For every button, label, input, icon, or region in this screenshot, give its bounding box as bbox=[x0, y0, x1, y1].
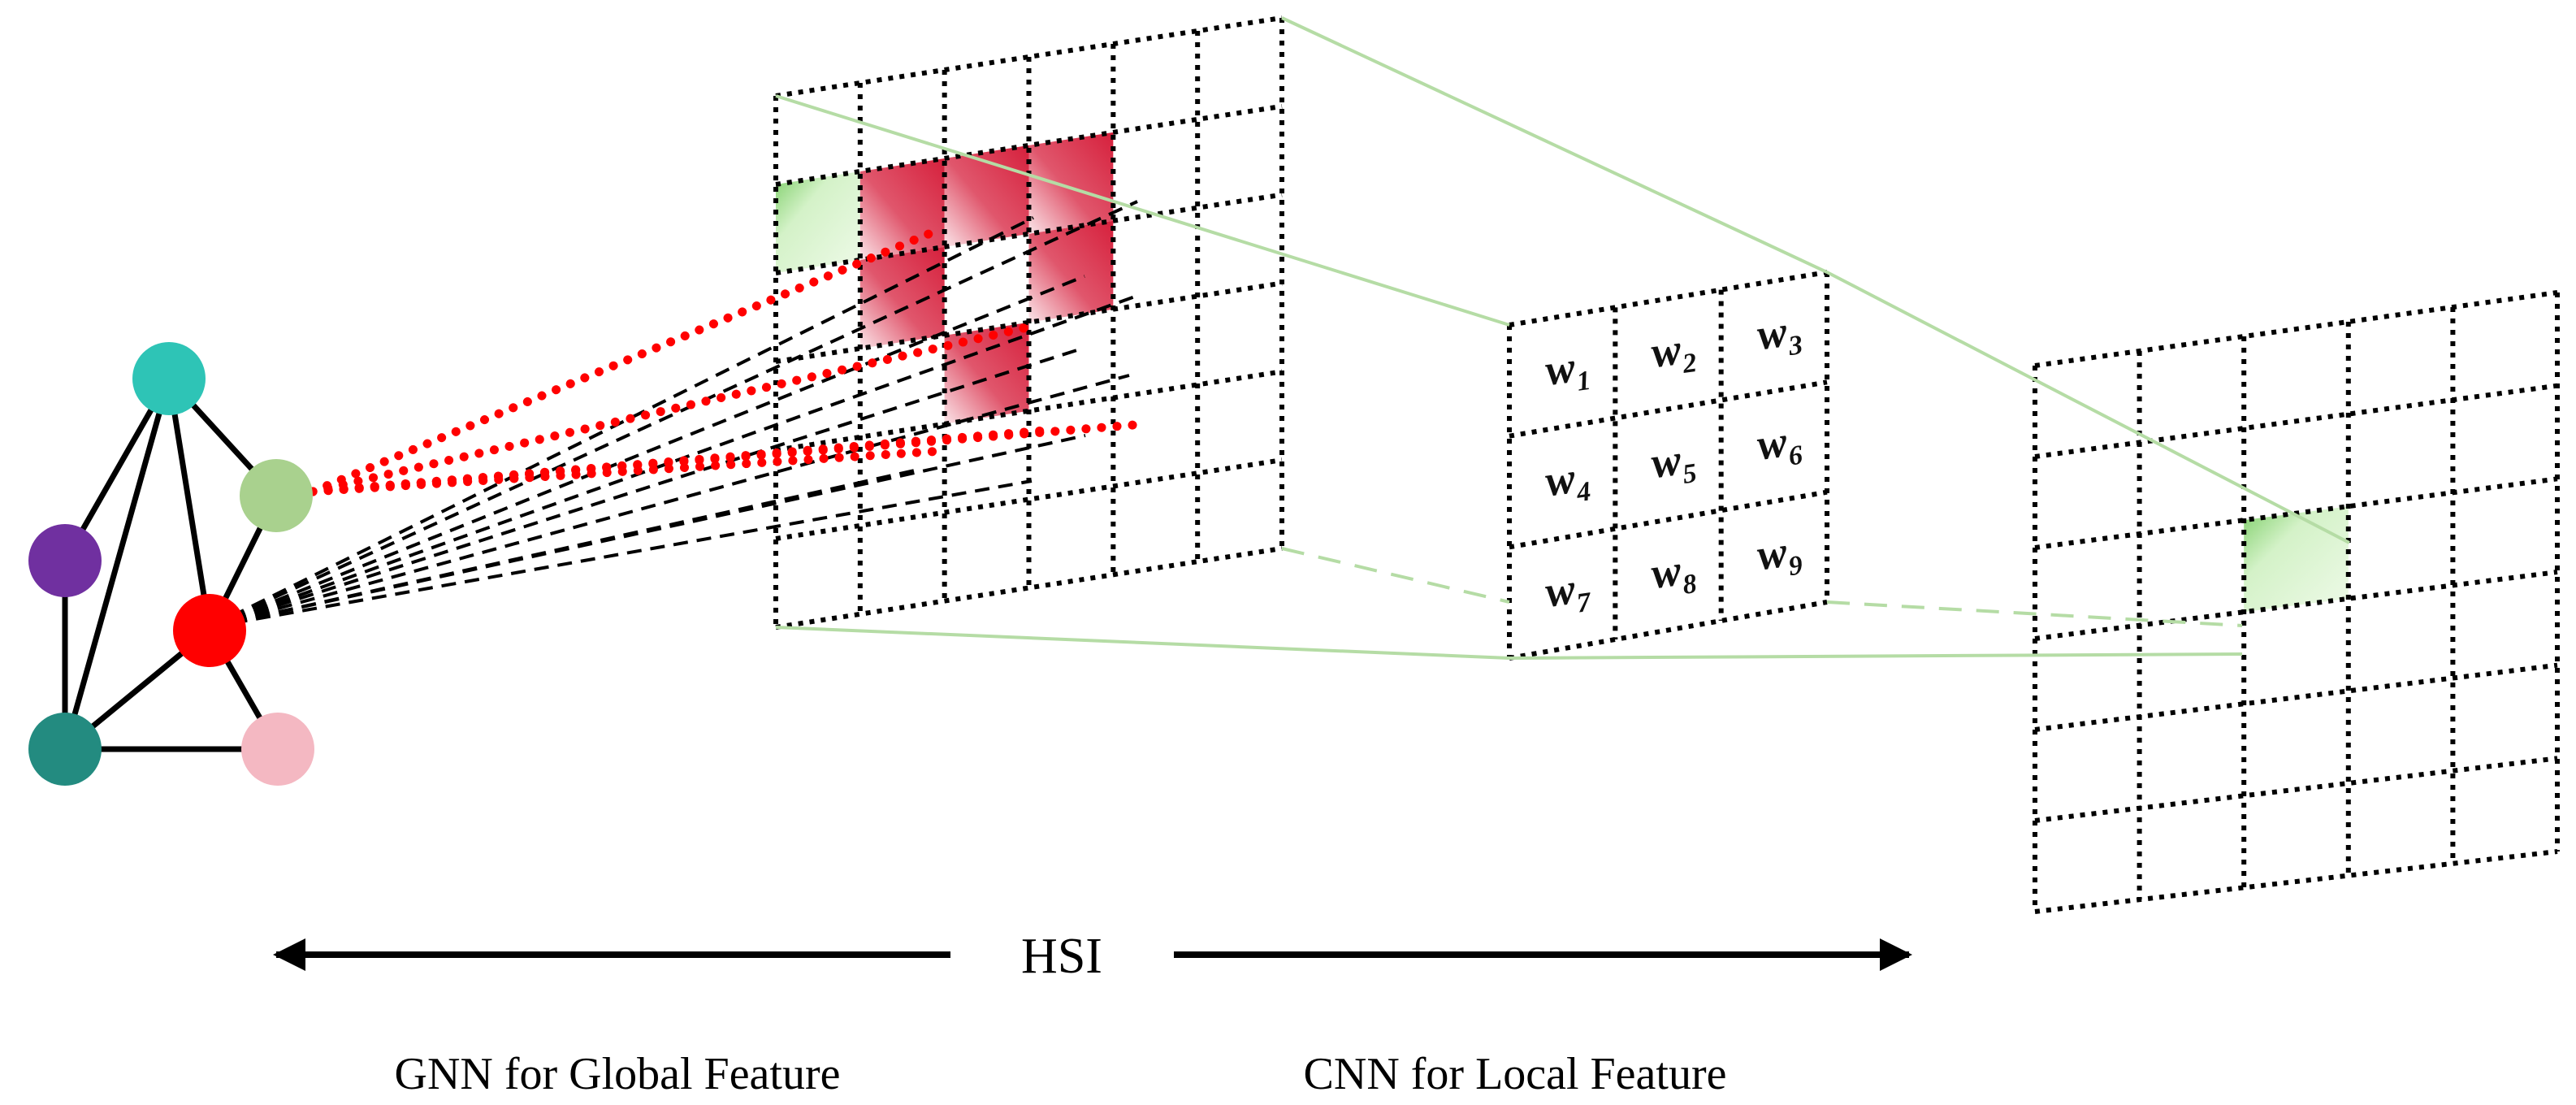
kernel-weight-subscript: 4 bbox=[1574, 476, 1593, 508]
dashed-link bbox=[209, 200, 1138, 629]
kernel-weight-base: w bbox=[1754, 417, 1790, 470]
grid-line bbox=[2034, 383, 2558, 459]
kernel-weight: w9 bbox=[1754, 525, 1804, 586]
kernel-weight: w8 bbox=[1648, 544, 1699, 604]
graph-node-purple bbox=[28, 524, 102, 597]
projection-line bbox=[775, 94, 1510, 327]
dashed-link bbox=[209, 468, 919, 629]
kernel-weight: w2 bbox=[1648, 323, 1699, 384]
projection-line bbox=[775, 626, 1510, 660]
dashed-link bbox=[209, 294, 1138, 629]
graph-node-pink bbox=[241, 713, 314, 786]
global-dotted-links bbox=[308, 225, 1149, 496]
dashed-link bbox=[209, 346, 1085, 629]
dashed-link bbox=[209, 275, 1085, 629]
kernel-weight-base: w bbox=[1648, 435, 1685, 488]
kernel-weight: w3 bbox=[1754, 305, 1804, 366]
kernel-weight: w6 bbox=[1754, 415, 1804, 476]
red-cell bbox=[859, 246, 945, 349]
red-cell bbox=[1028, 132, 1114, 234]
dashed-link bbox=[209, 374, 1130, 629]
grid-line bbox=[1509, 600, 1828, 661]
kernel-weight-base: w bbox=[1543, 564, 1579, 617]
kernel-weight: w4 bbox=[1543, 452, 1593, 513]
kernel-weight-subscript: 6 bbox=[1786, 440, 1804, 472]
red-cell bbox=[944, 145, 1029, 247]
projection-line bbox=[1826, 271, 2350, 544]
output-green-cell bbox=[2244, 506, 2349, 613]
green-cell bbox=[776, 171, 860, 273]
output-grid-lines bbox=[2033, 290, 2560, 914]
kernel-weight: w7 bbox=[1543, 562, 1595, 623]
hsi-label: HSI bbox=[1021, 929, 1102, 984]
graph-nodes bbox=[28, 342, 314, 786]
projection-line bbox=[1509, 652, 2243, 660]
kernel-weight-subscript: 3 bbox=[1786, 330, 1804, 362]
grid-line bbox=[2034, 570, 2558, 641]
dotted-link bbox=[308, 446, 947, 496]
kernel-weight-subscript: 2 bbox=[1680, 348, 1699, 379]
red-cell bbox=[944, 322, 1029, 424]
grid-line bbox=[2034, 849, 2558, 914]
graph-edge bbox=[166, 375, 213, 634]
kernel-weight-subscript: 7 bbox=[1575, 587, 1595, 618]
grid-line bbox=[1509, 379, 1828, 439]
kernel-weight-base: w bbox=[1754, 527, 1790, 580]
output-highlight-cell bbox=[2244, 506, 2349, 613]
grid-line bbox=[2034, 290, 2558, 368]
kernel-grid-lines bbox=[1507, 270, 1829, 661]
grid-line bbox=[2034, 476, 2558, 550]
kernel-weight-subscript: 9 bbox=[1786, 550, 1804, 582]
projection-line bbox=[1281, 547, 1510, 604]
dashed-link bbox=[209, 216, 1034, 629]
input-grid-lines bbox=[773, 15, 1284, 630]
graph-node-lightgreen bbox=[240, 459, 313, 532]
kernel-weight-subscript: 8 bbox=[1681, 569, 1699, 600]
graph-edge bbox=[62, 375, 172, 752]
output-feature-grid bbox=[2033, 290, 2560, 914]
grid-line bbox=[2034, 756, 2558, 823]
graph-node-teal bbox=[132, 342, 206, 415]
grid-line bbox=[2034, 662, 2558, 732]
projection-line bbox=[1826, 600, 2243, 627]
grid-line bbox=[1509, 270, 1828, 327]
red-cell bbox=[1028, 220, 1114, 323]
grid-line bbox=[1509, 489, 1828, 550]
kernel-weight: w5 bbox=[1648, 433, 1699, 494]
kernel-weight-subscript: 5 bbox=[1681, 458, 1699, 490]
kernel-weight: w1 bbox=[1543, 340, 1593, 401]
kernel-weight-base: w bbox=[1754, 307, 1790, 360]
dotted-link bbox=[308, 225, 943, 496]
kernel-weight-base: w bbox=[1543, 453, 1579, 506]
red-cell bbox=[859, 158, 945, 260]
kernel-weight-base: w bbox=[1648, 324, 1685, 377]
global-dashed-links bbox=[209, 200, 1138, 629]
kernel-weight-base: w bbox=[1543, 342, 1579, 395]
cnn-caption: CNN for Local Feature bbox=[1304, 1049, 1727, 1099]
projection-line bbox=[1281, 16, 1828, 274]
graph-node-darkteal bbox=[28, 713, 102, 786]
projection-lines bbox=[775, 16, 2350, 660]
kernel-weight-subscript: 1 bbox=[1575, 366, 1593, 397]
graph-node-red bbox=[173, 594, 246, 667]
kernel-weight-base: w bbox=[1648, 545, 1685, 598]
dotted-link bbox=[308, 320, 1042, 496]
input-highlight-cells bbox=[776, 132, 1114, 424]
input-hsi-grid bbox=[773, 15, 1284, 630]
dashed-link bbox=[209, 479, 1033, 629]
gnn-caption: GNN for Global Feature bbox=[395, 1049, 841, 1099]
